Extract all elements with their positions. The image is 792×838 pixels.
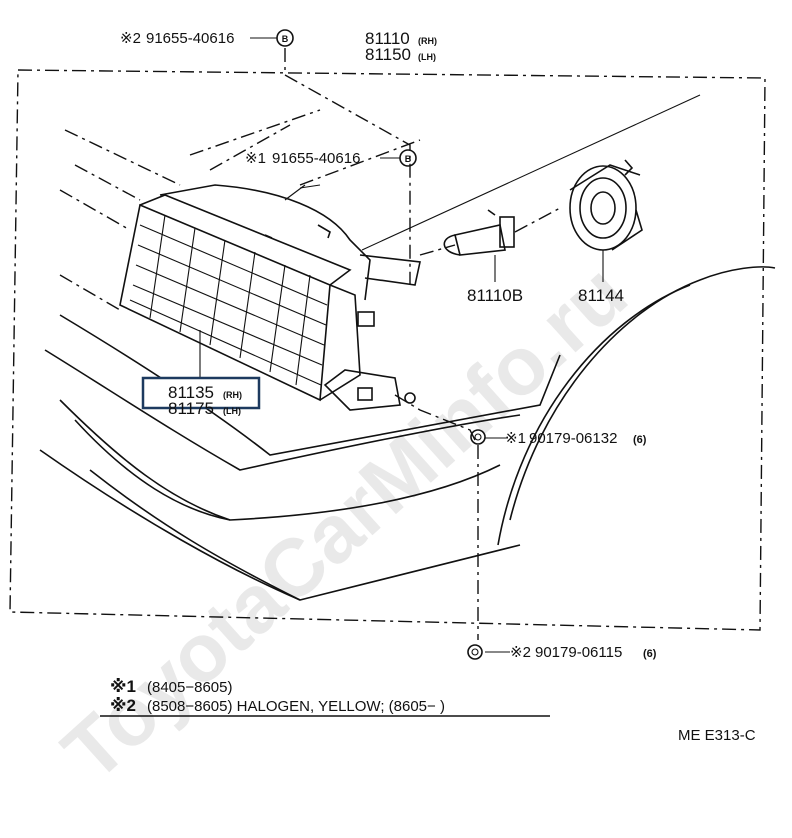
svg-text:※1: ※1 — [110, 677, 136, 696]
callout-socket: 81144 — [578, 286, 624, 305]
callout-headlamp: 81110 (RH) 81150 (LH) — [365, 29, 437, 64]
svg-text:(RH): (RH) — [418, 36, 437, 46]
svg-text:81150: 81150 — [365, 45, 411, 64]
svg-text:90179-06132: 90179-06132 — [529, 430, 617, 447]
svg-text:※2: ※2 — [110, 696, 136, 715]
svg-text:(6): (6) — [643, 648, 657, 660]
callout-bulb: 81110B — [467, 286, 523, 305]
svg-text:81135: 81135 — [168, 383, 214, 402]
callout-top-fastener: ※2 91655-40616 — [120, 30, 234, 47]
legend: ※1 (8405−8605) ※2 (8508−8605) HALOGEN, Y… — [100, 677, 550, 717]
diagram-code: ME E313-C — [678, 727, 756, 744]
lens-grid — [129, 214, 328, 386]
svg-text:(RH): (RH) — [223, 390, 242, 400]
svg-text:※1: ※1 — [245, 150, 266, 167]
svg-text:(8508−8605) HALOGEN, YELLOW;: (8508−8605) HALOGEN, YELLOW; (8605− ) — [147, 698, 445, 715]
bulb — [443, 209, 515, 282]
svg-text:81110B: 81110B — [467, 286, 523, 305]
svg-text:81144: 81144 — [578, 286, 624, 305]
svg-text:※1: ※1 — [505, 430, 526, 447]
bumper-outline — [39, 314, 561, 601]
legend-row-2: ※2 (8508−8605) HALOGEN, YELLOW; (8605− ) — [110, 696, 445, 715]
callout-nut-lower: ※2 90179-06115 (6) — [510, 644, 657, 661]
socket — [569, 159, 643, 282]
svg-text:※2: ※2 — [510, 644, 531, 661]
nut-upper-symbol — [470, 429, 486, 445]
svg-text:(8405−8605): (8405−8605) — [147, 679, 233, 696]
hood-guides — [59, 109, 421, 311]
svg-text:(6): (6) — [633, 434, 647, 446]
legend-row-1: ※1 (8405−8605) — [110, 677, 233, 696]
headlamp-housing — [119, 184, 421, 411]
svg-text:90179-06115: 90179-06115 — [535, 644, 622, 661]
callout-nut-upper: ※1 90179-06132 (6) — [505, 430, 647, 447]
svg-text:(LH): (LH) — [418, 52, 436, 62]
svg-text:81110: 81110 — [365, 29, 410, 48]
assembly-guides — [284, 48, 563, 640]
svg-text:B: B — [282, 34, 289, 44]
svg-text:※2: ※2 — [120, 30, 141, 47]
nut-lower-symbol — [467, 644, 483, 660]
svg-text:(LH): (LH) — [223, 406, 241, 416]
svg-text:91655-40616: 91655-40616 — [146, 30, 234, 47]
svg-text:91655-40616: 91655-40616 — [272, 150, 360, 167]
callout-housing: 81135 (RH) 81175 (LH) — [141, 376, 261, 418]
fastener-mid: B — [399, 149, 417, 167]
leader-lines — [199, 37, 701, 653]
assembly-boundary — [9, 69, 766, 631]
fender-outline — [497, 266, 776, 546]
fastener-top: B — [276, 29, 294, 47]
svg-text:B: B — [405, 154, 412, 164]
callout-mid-fastener: ※1 91655-40616 — [245, 150, 360, 167]
svg-text:81175: 81175 — [168, 399, 214, 418]
